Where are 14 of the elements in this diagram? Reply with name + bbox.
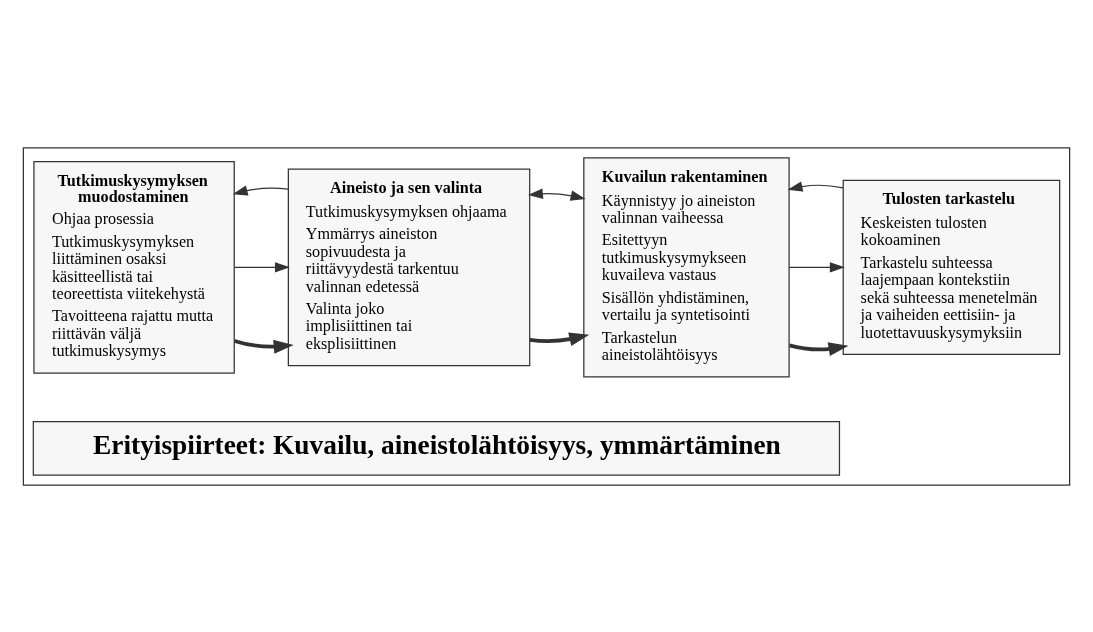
arrow <box>529 332 590 346</box>
arrow <box>787 180 844 192</box>
node-box: Aineisto ja sen valinta Tutkimuskysymyksen ohjaama Ymmärrys aineiston sopivuudesta ja riittävyydestä tarkentuu valinnan edetessä Valinta joko implisiittinen tai eksplisiittinen <box>287 167 531 366</box>
cluster <box>22 146 1071 486</box>
arrow <box>528 188 586 201</box>
arrow <box>232 184 289 196</box>
node-box: Tulosten tarkastelu Keskeisten tulosten kokoaminen Tarkastelu suhteessa laajempaan kontekstiin sekä suhteessa menetelmän ja vaiheiden eettisiin- ja luotettavuuskysymyksiin <box>842 179 1061 355</box>
node-box: Erityispiirteet: Kuvailu, aineistolähtöisyys, ymmärtäminen <box>32 420 841 476</box>
arrow <box>788 261 845 273</box>
arrow <box>234 338 294 354</box>
node-box: Tutkimuskysymyksen muodostaminen Ohjaa prosessia Tutkimuskysymyksen liittäminen osaksi käsitteellistä tai teoreettista viitekehystä Tavoitteena rajattu mutta riittävän väljä tutkimuskysymys <box>33 160 235 374</box>
arrow <box>233 261 290 273</box>
arrow <box>789 341 849 356</box>
node-box: Kuvailun rakentaminen Käynnistyy jo aineiston valinnan vaiheessa Esitettyyn tutkimuskysymykseen kuvaileva vastaus Sisällön yhdistäminen, vertailu ja syntetisointi Tarkastelun aineistolähtöisyys <box>583 156 790 377</box>
